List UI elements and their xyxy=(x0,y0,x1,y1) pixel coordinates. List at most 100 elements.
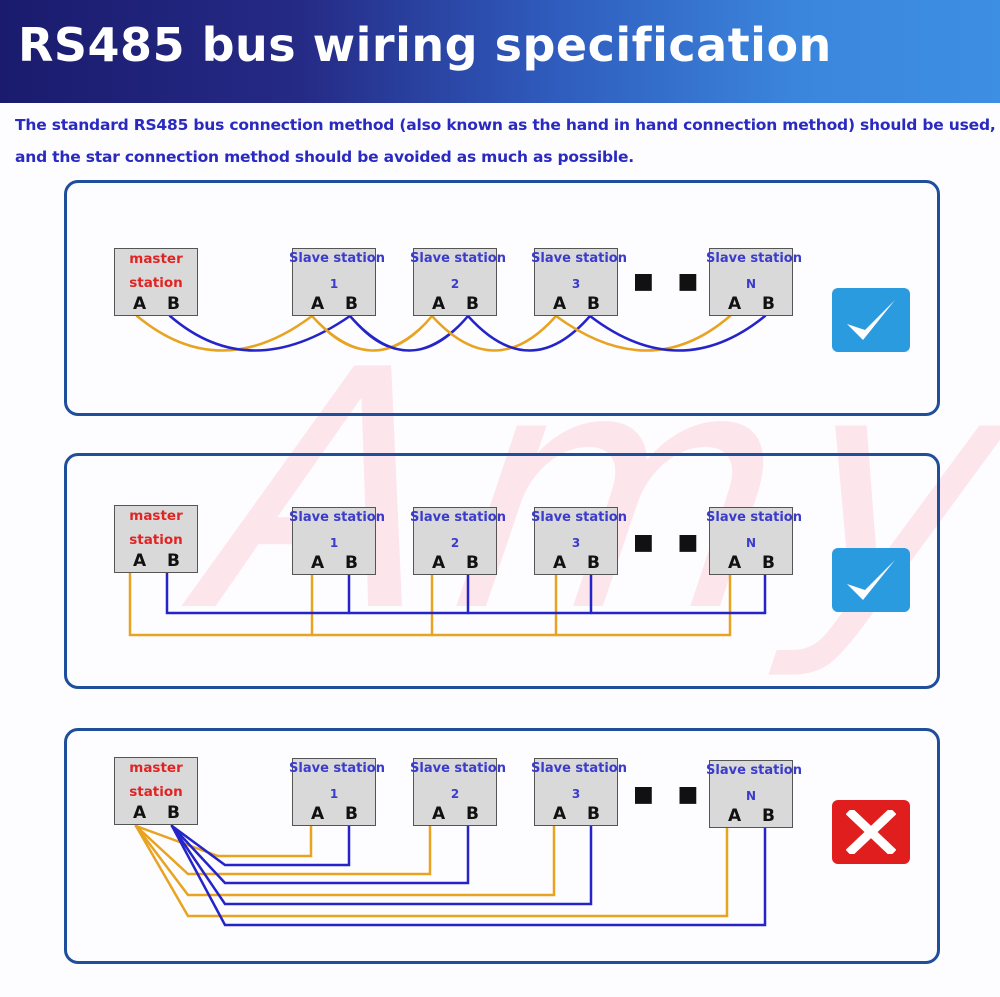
wire-b xyxy=(170,824,470,885)
wire-b xyxy=(170,824,593,906)
pin-a: A xyxy=(553,804,567,824)
station-number: 3 xyxy=(571,787,581,801)
slave-station-2: Slave station 2 A B xyxy=(410,507,506,575)
slave-station-3: Slave station 3 A B xyxy=(531,248,627,316)
slave-station-n: Slave station N A B xyxy=(706,248,802,316)
station-number: 2 xyxy=(450,277,460,291)
wire-b xyxy=(348,314,470,352)
check-icon xyxy=(847,300,895,340)
pin-b: B xyxy=(587,553,600,573)
station-number: 2 xyxy=(450,536,460,550)
pin-b: B xyxy=(345,294,358,314)
station-name: Slave station xyxy=(531,510,627,525)
station-name: Slave station xyxy=(289,251,385,266)
station-number: 3 xyxy=(571,536,581,550)
wire-a xyxy=(134,824,556,897)
pin-b: B xyxy=(167,803,180,823)
pin-b: B xyxy=(167,294,180,314)
pin-b: B xyxy=(466,294,479,314)
pin-b: B xyxy=(466,553,479,573)
pin-b: B xyxy=(167,551,180,571)
pin-a: A xyxy=(432,553,446,573)
station-name: Slave station xyxy=(706,763,802,778)
panel-star xyxy=(64,728,940,964)
pin-b: B xyxy=(466,804,479,824)
master-station: master station A B xyxy=(114,505,198,573)
cross-icon xyxy=(846,810,896,854)
wire-a xyxy=(310,314,434,352)
pin-b: B xyxy=(587,804,600,824)
station-number: N xyxy=(745,277,757,291)
slave-station-n: Slave station N A B xyxy=(706,760,802,828)
page-title: RS485 bus wiring specification xyxy=(18,18,832,72)
panel-daisy-chain xyxy=(64,180,940,416)
wire-b xyxy=(165,571,767,615)
slave-station-1: Slave station 1 A B xyxy=(289,758,385,826)
pin-a: A xyxy=(728,553,742,573)
pin-a: A xyxy=(133,551,147,571)
wire-a xyxy=(134,824,432,876)
pin-a: A xyxy=(311,553,325,573)
station-number: 3 xyxy=(571,277,581,291)
verdict-badge-correct xyxy=(832,288,910,352)
pin-b: B xyxy=(345,804,358,824)
pin-b: B xyxy=(762,806,775,826)
station-number: station xyxy=(129,784,183,800)
pin-a: A xyxy=(553,553,567,573)
slave-station-2: Slave station 2 A B xyxy=(410,248,506,316)
wire-a xyxy=(128,571,732,637)
station-number: N xyxy=(745,789,757,803)
pin-a: A xyxy=(432,294,446,314)
wire-a xyxy=(554,314,732,352)
wire-a xyxy=(134,824,729,918)
slave-station-1: Slave station 1 A B xyxy=(289,248,385,316)
station-name: Slave station xyxy=(706,251,802,266)
station-name: master xyxy=(129,251,183,267)
station-name: Slave station xyxy=(289,761,385,776)
verdict-badge-correct xyxy=(832,548,910,612)
station-number: N xyxy=(745,536,757,550)
station-number: station xyxy=(129,275,183,291)
slave-station-2: Slave station 2 A B xyxy=(410,758,506,826)
intro-line-2: and the star connection method should be… xyxy=(15,148,634,166)
pin-a: A xyxy=(133,803,147,823)
check-icon xyxy=(847,560,895,600)
station-name: Slave station xyxy=(289,510,385,525)
station-name: Slave station xyxy=(531,761,627,776)
pin-a: A xyxy=(728,294,742,314)
slave-station-3: Slave station 3 A B xyxy=(531,507,627,575)
wire-a xyxy=(134,824,313,858)
wire-a xyxy=(135,314,314,352)
pin-a: A xyxy=(311,294,325,314)
slave-station-n: Slave station N A B xyxy=(706,507,802,575)
station-name: Slave station xyxy=(410,510,506,525)
station-number: 2 xyxy=(450,787,460,801)
station-name: Slave station xyxy=(410,251,506,266)
wire-b xyxy=(588,314,767,352)
station-name: master xyxy=(129,760,183,776)
station-number: 1 xyxy=(329,277,339,291)
wire-b xyxy=(170,824,767,927)
wire-b xyxy=(466,314,592,352)
verdict-badge-wrong xyxy=(832,800,910,864)
panel-bus-trunk xyxy=(64,453,940,689)
station-number: 1 xyxy=(329,787,339,801)
slave-station-1: Slave station 1 A B xyxy=(289,507,385,575)
pin-a: A xyxy=(311,804,325,824)
station-number: 1 xyxy=(329,536,339,550)
station-name: Slave station xyxy=(531,251,627,266)
pin-b: B xyxy=(762,553,775,573)
station-name: Slave station xyxy=(706,510,802,525)
pin-a: A xyxy=(553,294,567,314)
station-number: station xyxy=(129,532,183,548)
slave-station-3: Slave station 3 A B xyxy=(531,758,627,826)
master-station: master station A B xyxy=(114,757,198,825)
pin-b: B xyxy=(345,553,358,573)
pin-a: A xyxy=(728,806,742,826)
pin-b: B xyxy=(587,294,600,314)
master-station: master station A B xyxy=(114,248,198,316)
wire-a xyxy=(430,314,558,352)
pin-b: B xyxy=(762,294,775,314)
header-banner: RS485 bus wiring specification xyxy=(0,0,1000,103)
